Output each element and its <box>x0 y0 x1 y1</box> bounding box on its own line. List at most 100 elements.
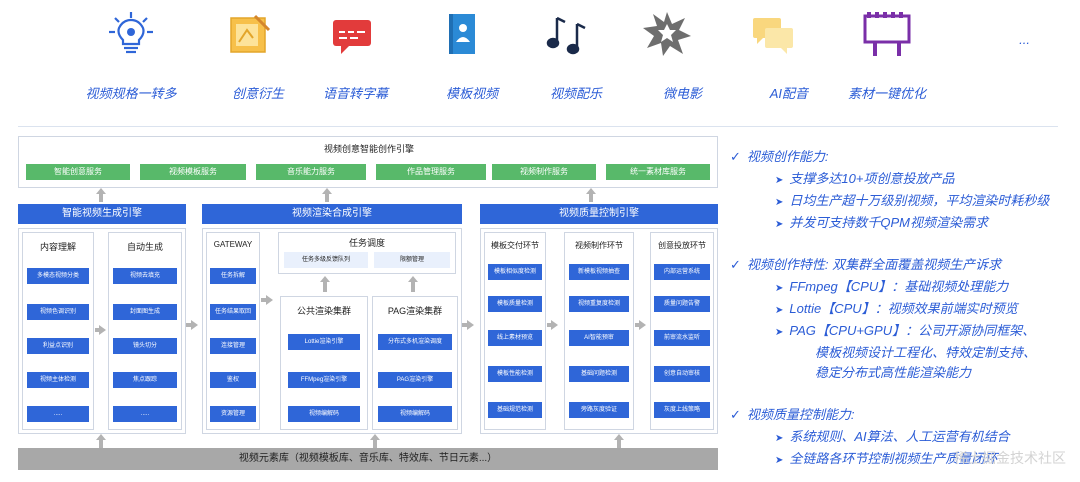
triangle-bullet-icon: ➤ <box>775 219 784 230</box>
arrow-up-icon <box>320 276 330 282</box>
gateway-col <box>206 232 260 430</box>
service-chip: 作品管理服务 <box>376 164 486 180</box>
feature-item: 创意衍生 <box>214 10 284 103</box>
quality-col3-item: 灰度上线策略 <box>654 402 710 418</box>
arrow-right-icon <box>639 320 646 330</box>
quality-col2-title: 视频制作环节 <box>575 241 623 250</box>
triangle-bullet-icon: ➤ <box>775 305 784 316</box>
gen-col1-item: 视频色调识别 <box>27 304 89 320</box>
chat-bubbles-icon <box>753 18 793 54</box>
feature-label: AI配音 <box>769 86 808 101</box>
arrow-up-icon <box>96 434 106 440</box>
material-library-bar: 视频元素库（视频模板库、音乐库、特效库、节日元素...） <box>18 448 718 470</box>
quality-col1-item: 线上素材预览 <box>488 330 542 346</box>
quality-col1-item: 模板相似度检测 <box>488 264 542 280</box>
arrow-up-icon <box>370 434 380 440</box>
capability-line: ➤并发可支持数千QPM视频渲染需求 <box>775 215 989 230</box>
gen-col1-title: 内容理解 <box>39 242 76 252</box>
arrow-up-icon <box>322 188 332 194</box>
service-chip: 音乐能力服务 <box>256 164 366 180</box>
arrow-right-icon <box>99 325 106 335</box>
pag-cluster-title: PAG渲染集群 <box>387 306 443 316</box>
gen-col2-item: 镜头切分 <box>113 338 177 354</box>
gateway-item: 任务结果取回 <box>210 304 256 320</box>
feature-label: 语音转字幕 <box>322 86 388 101</box>
service-chip: 统一素材库服务 <box>606 164 710 180</box>
gen-col2-item: 焦点跟踪 <box>113 372 177 388</box>
capability-line: ➤日均生产超十万级别视频，平均渲染时耗秒级 <box>775 193 1050 208</box>
public-cluster-item: 视频编解码 <box>288 406 360 422</box>
gen-col1-item: ..... <box>27 406 89 422</box>
triangle-bullet-icon: ➤ <box>775 175 784 186</box>
capability-line: ➤全链路各环节控制视频生产质量闭环 <box>775 451 998 466</box>
arrow-right-icon <box>551 320 558 330</box>
arrow-right-icon <box>191 320 198 330</box>
gen-col1-item: 多模态视频分类 <box>27 268 89 284</box>
feature-item: 视频配乐 <box>532 10 602 103</box>
capability-line: 模板视频设计工程化、特效定制支持、 <box>815 345 1037 360</box>
gen-col1 <box>22 232 94 430</box>
quality-col2-item: AI智能预审 <box>569 330 629 346</box>
blueprint-icon <box>230 14 271 53</box>
quality-col1-item: 模板质量检测 <box>488 296 542 312</box>
arrow-up-icon <box>614 434 624 440</box>
gateway-item: 任务拆解 <box>210 268 256 284</box>
quality-col3-item: 创意自动审核 <box>654 366 710 382</box>
watermark: 稀土掘金技术社区 <box>954 450 1066 466</box>
gateway-item: 鉴权 <box>210 372 256 388</box>
arrow-up-icon <box>586 188 596 194</box>
gen-col2-item: ..... <box>113 406 177 422</box>
service-chip: 智能创意服务 <box>26 164 130 180</box>
gen-col2-item: 封面图生成 <box>113 304 177 320</box>
feature-item: 素材一键优化 <box>848 10 926 103</box>
quality-col3-title: 创意投放环节 <box>658 241 706 250</box>
arrow-right-icon <box>467 320 474 330</box>
triangle-bullet-icon: ➤ <box>775 455 784 466</box>
arrow-up-icon <box>408 276 418 282</box>
feature-item: 微电影 <box>632 10 702 103</box>
capability-heading: ✓视频创作能力: <box>730 149 829 164</box>
gateway-item: 连接管理 <box>210 338 256 354</box>
check-icon: ✓ <box>730 407 741 422</box>
pag-cluster-item: 视频编解码 <box>378 406 452 422</box>
gen-engine-header: 智能视频生成引擎 <box>18 204 186 224</box>
quality-col2-item: 视频重复度检测 <box>569 296 629 312</box>
triangle-bullet-icon: ➤ <box>775 327 784 338</box>
gen-col2-title: 自动生成 <box>126 242 163 252</box>
quality-col2-item: 基础问题检测 <box>569 366 629 382</box>
billboard-icon <box>863 12 911 56</box>
feature-item: AI配音 <box>738 10 808 103</box>
arrow-right-icon <box>266 295 273 305</box>
music-note-icon <box>546 16 586 55</box>
separator <box>18 126 1058 127</box>
pag-cluster-item: 分布式多机渲染调度 <box>378 334 452 350</box>
gen-col1-item: 利益点识别 <box>27 338 89 354</box>
quality-col3-item: 质量问题告警 <box>654 296 710 312</box>
feature-item: 视频规格一转多 <box>85 10 177 103</box>
quality-col1-item: 基础规范检测 <box>488 402 542 418</box>
pag-cluster-item: PAG渲染引擎 <box>378 372 452 388</box>
template-book-icon <box>449 14 475 54</box>
feature-item: 语音转字幕 <box>318 10 388 103</box>
gen-col2 <box>108 232 182 430</box>
public-cluster-title: 公共渲染集群 <box>296 306 351 316</box>
quality-col2-item: 新模板视频抽查 <box>569 264 629 280</box>
feature-label: 微电影 <box>662 86 702 101</box>
capability-line: ➤PAG【CPU+GPU】：公司开源协同框架、 <box>775 323 1036 338</box>
feature-label: 素材一键优化 <box>847 86 927 101</box>
triangle-bullet-icon: ➤ <box>775 433 784 444</box>
public-cluster-item: Lottie渲染引擎 <box>288 334 360 350</box>
quality-col1-item: 模板性能检测 <box>488 366 542 382</box>
feature-label: 创意衍生 <box>231 86 284 101</box>
check-icon: ✓ <box>730 149 741 164</box>
capability-line: 稳定分布式高性能渲染能力 <box>815 365 972 380</box>
arrow-up-icon <box>96 188 106 194</box>
creative-engine-title: 视频创意智能创作引擎 <box>323 144 414 154</box>
creative-engine-panel: 视频创意智能创作引擎 <box>18 136 718 188</box>
render-engine-header: 视频渲染合成引擎 <box>202 204 462 224</box>
subtitle-icon <box>333 20 371 54</box>
more-ellipsis: ... <box>1019 32 1030 47</box>
quality-col2-item: 旁路灰度验证 <box>569 402 629 418</box>
gateway-item: 资源管理 <box>210 406 256 422</box>
capability-line: ➤FFmpeg【CPU】：基础视频处理能力 <box>775 279 1009 294</box>
